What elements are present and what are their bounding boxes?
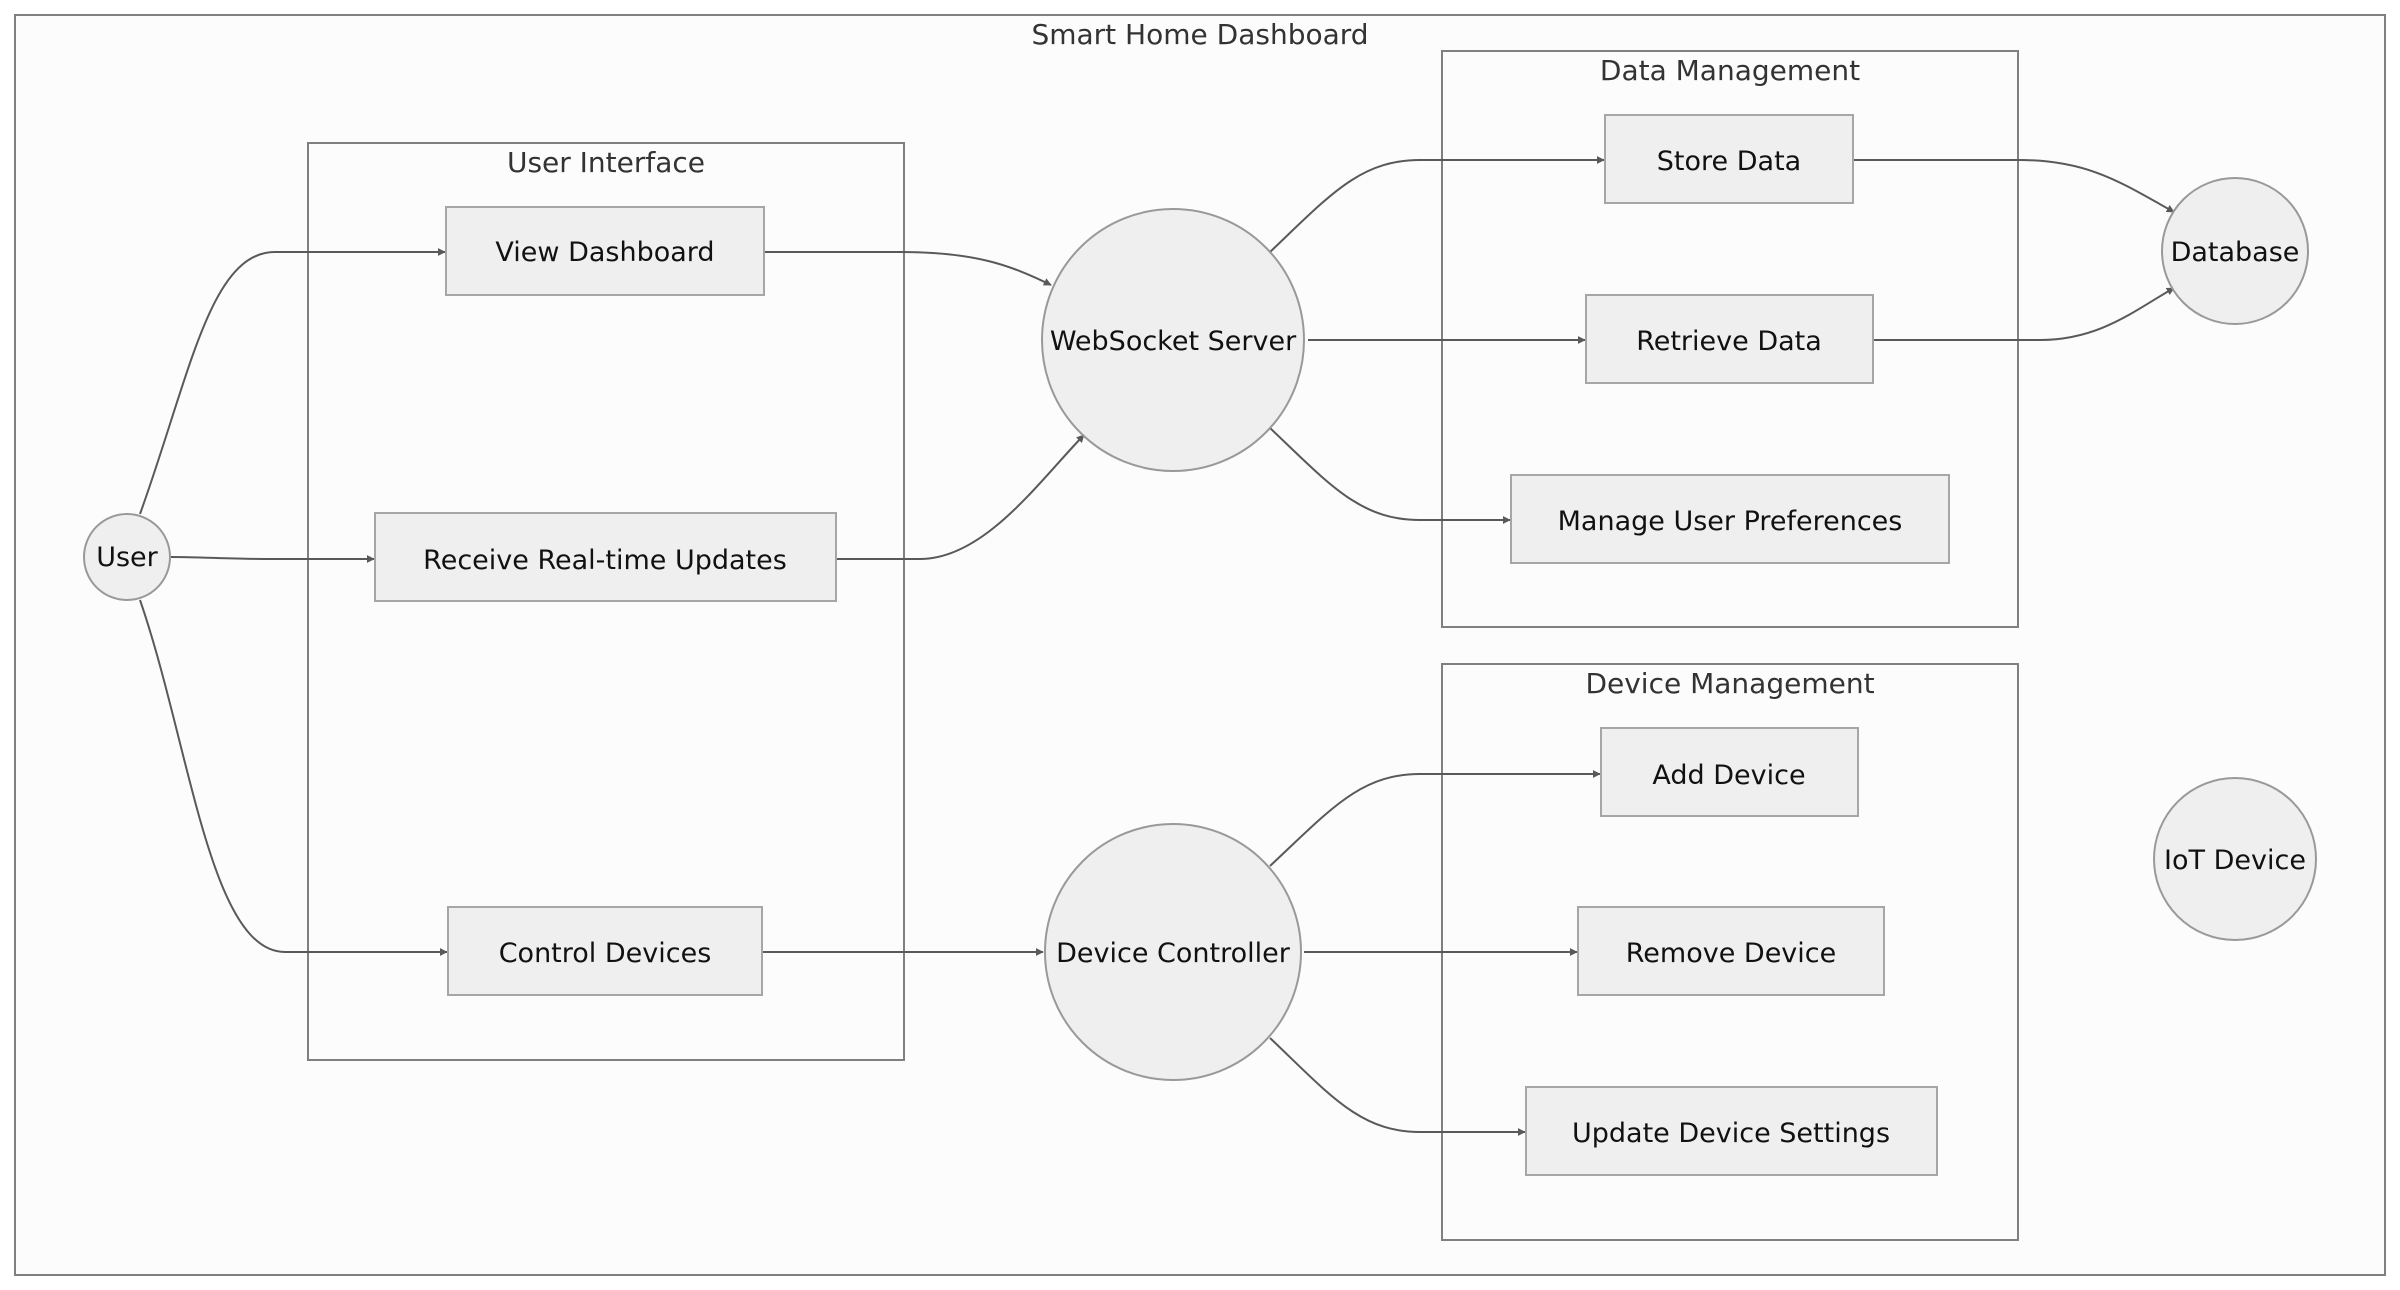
edge-store-data-database: [1853, 159, 2175, 213]
diagram-title: Smart Home Dashboard: [1031, 18, 1368, 51]
node-device-controller[interactable]: Device Controller: [1044, 823, 1302, 1081]
edge-user-control-devices: [139, 599, 448, 956]
node-control-devices[interactable]: Control Devices: [447, 906, 763, 996]
node-label-device-controller: Device Controller: [1056, 938, 1291, 969]
node-user[interactable]: User: [83, 513, 171, 601]
cluster-title-user-interface: User Interface: [507, 146, 705, 179]
node-label-user: User: [96, 542, 158, 573]
edge-user-receive-updates: [170, 555, 375, 563]
cluster-title-device-management: Device Management: [1585, 667, 1874, 700]
node-view-dashboard[interactable]: View Dashboard: [445, 206, 765, 296]
node-label-receive-updates: Receive Real-time Updates: [423, 545, 787, 576]
edge-user-view-dashboard: [139, 248, 446, 515]
node-label-add-device: Add Device: [1652, 760, 1805, 791]
edge-websocket-manage-preferences: [1269, 427, 1511, 524]
node-label-view-dashboard: View Dashboard: [495, 237, 714, 268]
node-websocket-server[interactable]: WebSocket Server: [1041, 208, 1305, 472]
edges: [139, 156, 2175, 1136]
node-retrieve-data[interactable]: Retrieve Data: [1585, 294, 1874, 384]
node-database[interactable]: Database: [2161, 177, 2309, 325]
edge-view-dashboard-websocket: [764, 251, 1052, 286]
cluster-title-data-management: Data Management: [1600, 54, 1860, 87]
node-label-database: Database: [2171, 237, 2300, 268]
node-iot-device[interactable]: IoT Device: [2153, 777, 2317, 941]
node-store-data[interactable]: Store Data: [1604, 114, 1854, 204]
edge-receive-updates-websocket: [836, 434, 1085, 560]
edge-websocket-store-data: [1269, 156, 1605, 253]
node-label-websocket-server: WebSocket Server: [1050, 326, 1297, 357]
node-label-manage-preferences: Manage User Preferences: [1558, 506, 1903, 537]
node-receive-updates[interactable]: Receive Real-time Updates: [374, 512, 837, 602]
node-label-store-data: Store Data: [1657, 146, 1801, 177]
node-label-remove-device: Remove Device: [1626, 938, 1837, 969]
node-label-iot-device: IoT Device: [2164, 845, 2306, 876]
node-label-control-devices: Control Devices: [499, 938, 712, 969]
node-manage-preferences[interactable]: Manage User Preferences: [1510, 474, 1950, 564]
node-remove-device[interactable]: Remove Device: [1577, 906, 1885, 996]
node-update-settings[interactable]: Update Device Settings: [1525, 1086, 1938, 1176]
node-add-device[interactable]: Add Device: [1600, 727, 1859, 817]
edge-device-controller-update-settings: [1269, 1037, 1526, 1136]
node-label-retrieve-data: Retrieve Data: [1636, 326, 1822, 357]
node-label-update-settings: Update Device Settings: [1572, 1118, 1890, 1149]
edge-device-controller-add-device: [1269, 770, 1601, 867]
edge-retrieve-data-database: [1873, 287, 2175, 341]
